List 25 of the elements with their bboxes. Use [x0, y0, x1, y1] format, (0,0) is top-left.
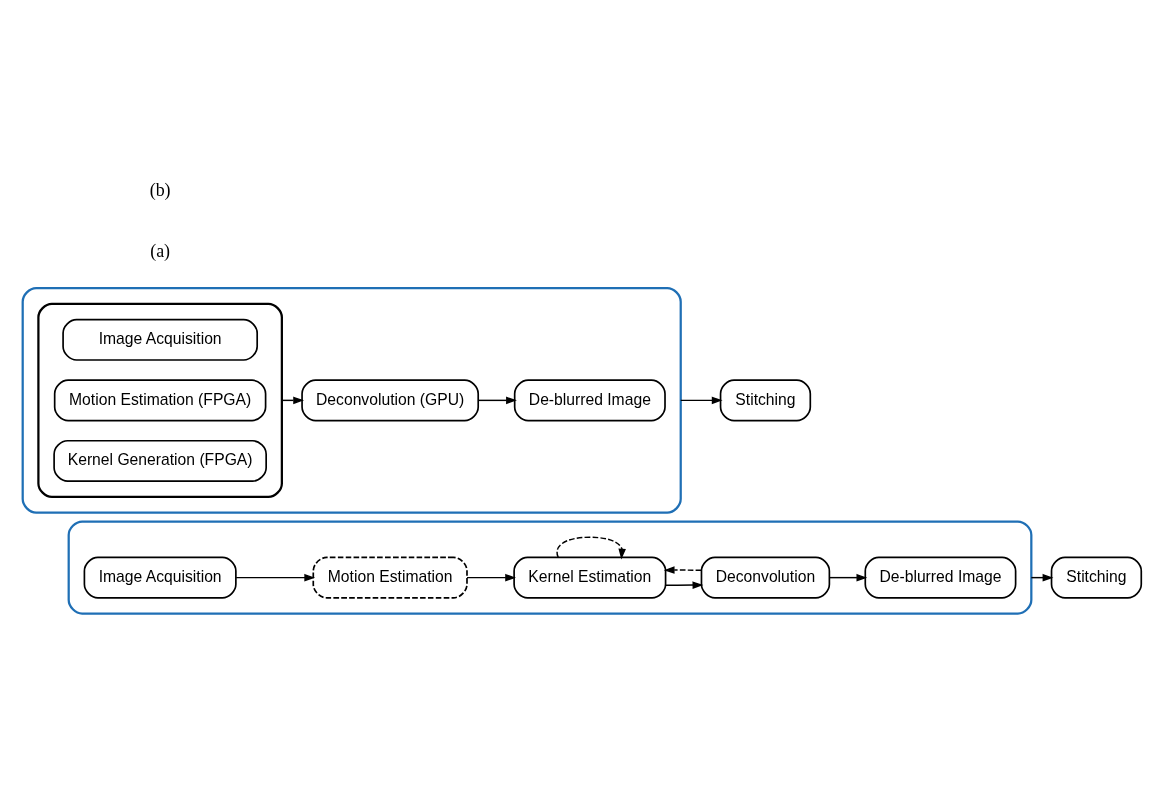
arrow: [235, 573, 316, 581]
node-box: Kernel Generation (FPGA): [53, 439, 267, 482]
cluster: [67, 519, 1033, 615]
node-box: Image Acquisition: [62, 318, 258, 361]
arrow: [680, 396, 723, 404]
arrow: [556, 536, 626, 559]
arrow: [477, 396, 517, 404]
arrow: [665, 580, 704, 589]
arrow: [663, 565, 702, 574]
node-box: Stitching: [1050, 556, 1143, 599]
node-box: De-blurred Image: [864, 556, 1017, 599]
node-box: Kernel Estimation: [513, 556, 667, 599]
cluster: [37, 302, 283, 498]
label: (b): [149, 179, 171, 200]
node-box: Deconvolution (GPU): [301, 378, 480, 421]
node-box: Motion Estimation: [312, 556, 468, 599]
node-box: Motion Estimation (FPGA): [53, 378, 267, 421]
arrow: [828, 573, 868, 581]
node-box: Image Acquisition: [83, 556, 237, 599]
node-box: De-blurred Image: [513, 378, 666, 421]
arrow: [466, 573, 516, 581]
label: (a): [150, 240, 171, 261]
cluster: [21, 286, 682, 514]
node-box: Deconvolution: [700, 556, 831, 599]
node-box: Stitching: [719, 378, 812, 421]
